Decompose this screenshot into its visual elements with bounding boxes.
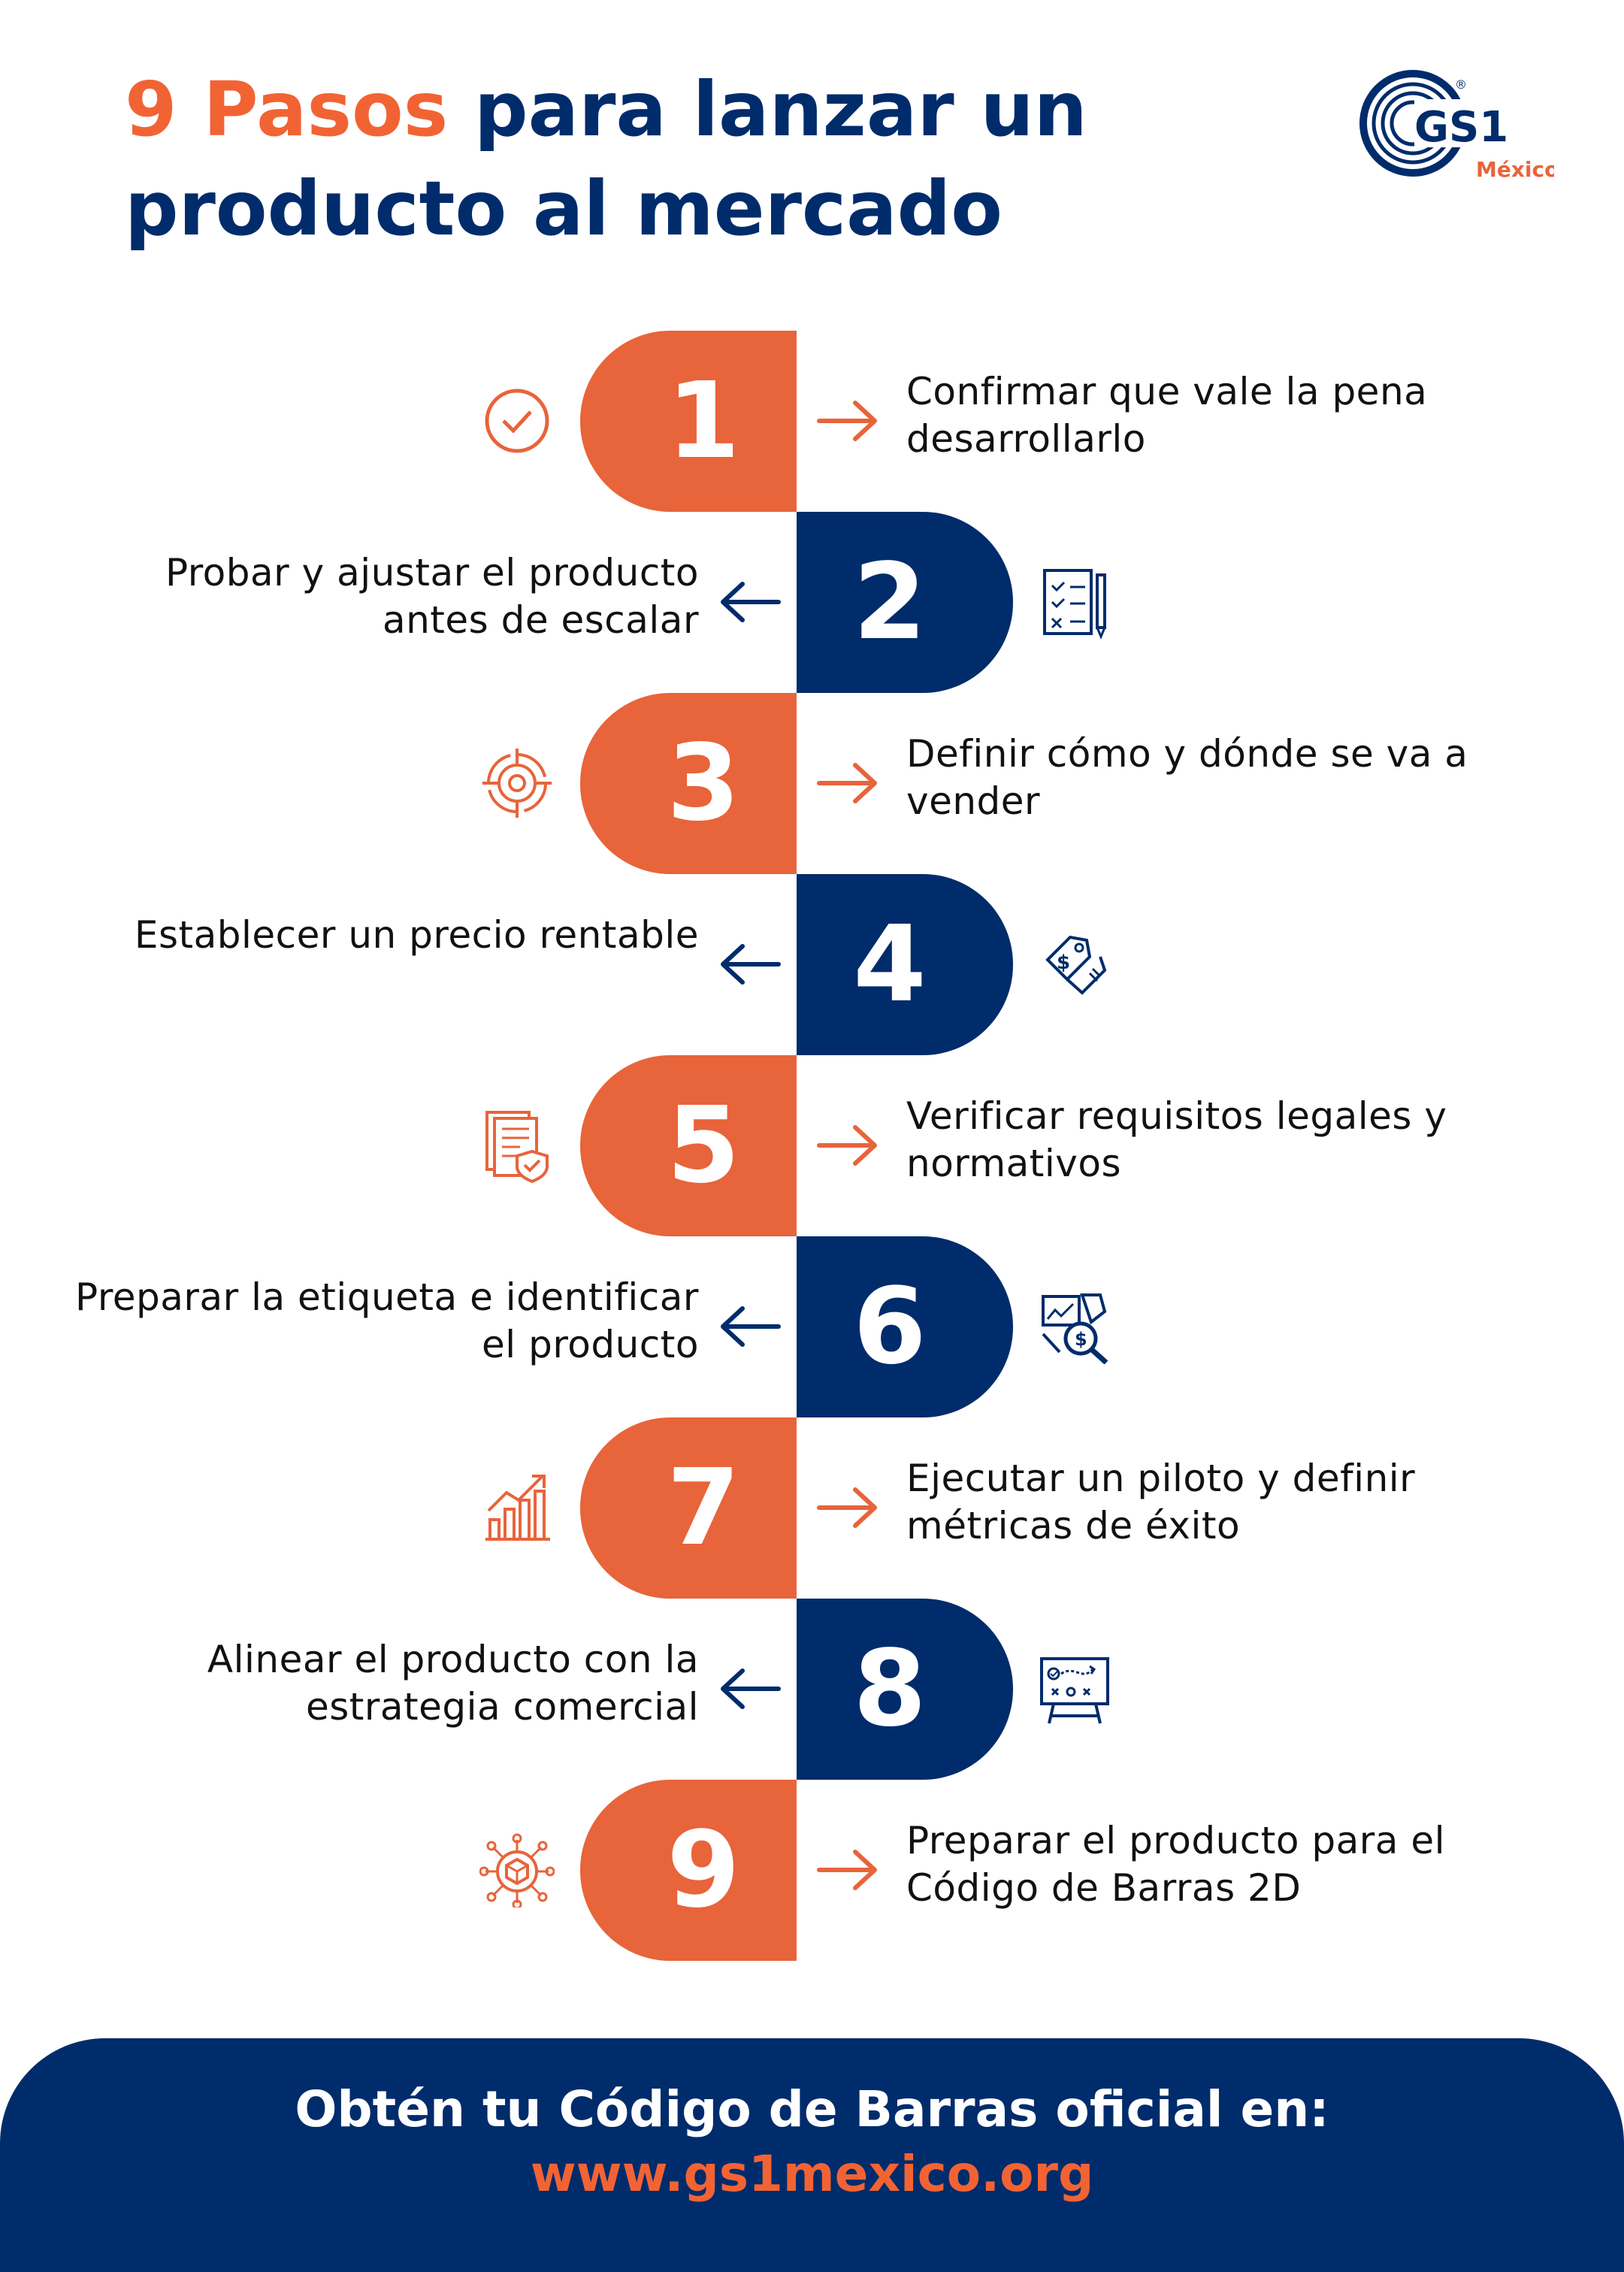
page-title: 9 Pasos para lanzar un producto al merca… [125, 60, 1252, 259]
step-number: 4 [853, 903, 927, 1026]
growth-chart-icon [485, 1475, 550, 1541]
step-text: Preparar la etiqueta e identificar el pr… [75, 1275, 699, 1366]
logo-brand: GS1 [1414, 103, 1508, 152]
arrow-left-icon [721, 582, 781, 622]
arrow-left-icon [721, 1306, 781, 1347]
analysis-magnifier-icon: $ [1042, 1293, 1108, 1364]
step-6: 6 Preparar la etiqueta e identificar el p… [0, 1236, 1624, 1417]
arrow-right-icon [817, 1125, 877, 1166]
step-number-badge: 4 [797, 874, 1013, 1055]
step-number: 6 [853, 1266, 927, 1388]
svg-text:®: ® [1455, 77, 1467, 92]
step-number: 7 [667, 1447, 740, 1569]
step-text: Preparar el producto para el Código de B… [906, 1819, 1445, 1910]
footer-url-link[interactable]: www.gs1mexico.org [530, 2145, 1094, 2203]
step-text: Probar y ajustar el producto antes de es… [165, 551, 699, 642]
arrow-left-icon [721, 1668, 781, 1709]
step-number-badge: 6 [797, 1236, 1013, 1417]
svg-text:$: $ [1057, 951, 1070, 974]
logo-region: México [1476, 157, 1554, 182]
arrow-right-icon [817, 1850, 877, 1890]
step-text: Establecer un precio rentable [134, 913, 699, 957]
step-5: 5 Verificar requisitos legales y normativ… [0, 1055, 1624, 1236]
step-text: Alinear el producto con la estrategia co… [207, 1638, 699, 1729]
price-tag-icon: $ [1045, 935, 1107, 995]
document-shield-icon [485, 1111, 549, 1183]
target-icon [482, 749, 552, 818]
checklist-icon [1043, 569, 1106, 640]
step-7: 7 Ejecutar un piloto y definir métricas d… [0, 1417, 1624, 1599]
title-accent: 9 Pasos [125, 65, 449, 153]
step-number: 5 [667, 1085, 740, 1207]
step-number: 3 [667, 722, 740, 845]
step-number-badge: 1 [580, 331, 797, 512]
strategy-board-icon [1040, 1657, 1109, 1724]
arrow-left-icon [721, 944, 781, 985]
gs1-logo: GS1 México ® [1359, 70, 1554, 182]
arrow-right-icon [817, 1487, 877, 1528]
step-text: Verificar requisitos legales y normativo… [906, 1094, 1447, 1185]
step-8: 8 Alinear el producto con la estrategia c… [0, 1599, 1624, 1780]
step-text: Ejecutar un piloto y definir métricas de… [906, 1457, 1416, 1547]
step-3: 3 Definir cómo y dónde se va a vender [0, 693, 1624, 874]
arrow-right-icon [817, 763, 877, 803]
step-number-badge: 3 [580, 693, 797, 874]
footer-cta: Obtén tu Código de Barras oficial en: [295, 2080, 1329, 2138]
step-number: 8 [853, 1628, 927, 1750]
step-9: 9 Preparar el producto para el Código de … [0, 1780, 1624, 1961]
step-1: 1 Confirmar que vale la pena desarrollarl… [0, 331, 1624, 512]
step-number-badge: 5 [580, 1055, 797, 1236]
step-text: Confirmar que vale la pena desarrollarlo [906, 370, 1428, 461]
arrow-right-icon [817, 401, 877, 441]
step-number: 9 [667, 1809, 740, 1932]
step-4: 4 Establecer un precio rentable $ [0, 874, 1624, 1055]
footer-banner: Obtén tu Código de Barras oficial en: ww… [0, 2038, 1624, 2272]
step-number: 1 [667, 360, 740, 483]
svg-text:$: $ [1075, 1329, 1087, 1350]
step-number: 2 [853, 541, 927, 664]
step-number-badge: 8 [797, 1599, 1013, 1780]
step-text: Definir cómo y dónde se va a vender [906, 732, 1468, 823]
checkmark-circle-icon [485, 389, 549, 453]
step-2: 2 Probar y ajustar el producto antes de e… [0, 512, 1624, 693]
product-network-icon [479, 1833, 555, 1907]
step-number-badge: 7 [580, 1417, 797, 1599]
step-number-badge: 2 [797, 512, 1013, 693]
title-rest: para lanzar un producto al mercado [125, 65, 1087, 253]
step-number-badge: 9 [580, 1780, 797, 1961]
